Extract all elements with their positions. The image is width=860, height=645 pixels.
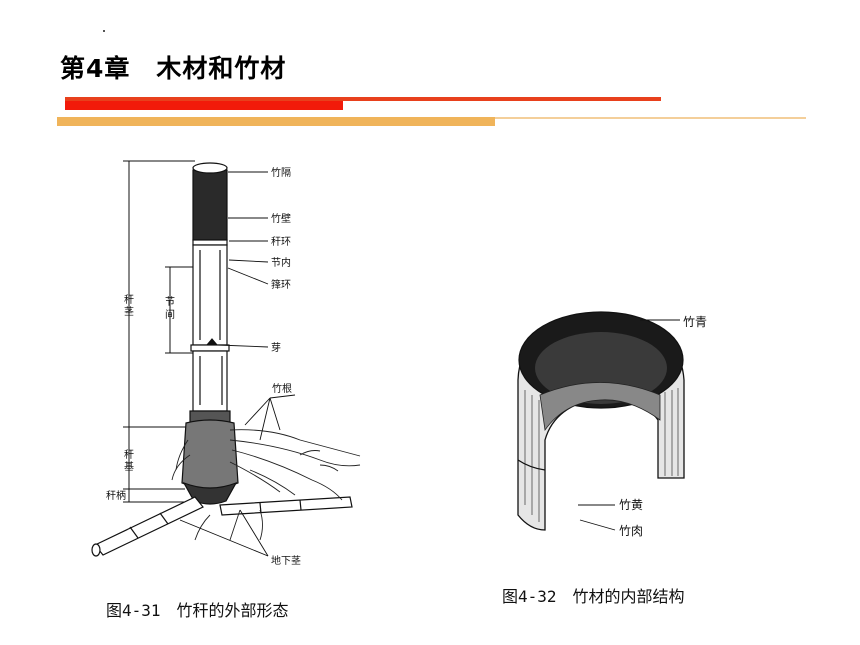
label-wall: 竹壁 xyxy=(271,212,291,225)
label-inner-skin: 竹黄 xyxy=(619,498,643,512)
label-culm-ring: 秆环 xyxy=(271,235,291,248)
page-title: 第4章 木材和竹材 xyxy=(60,54,287,83)
title-underline-gold-thin xyxy=(495,117,806,119)
title-underline-red xyxy=(65,97,661,101)
label-internode-2: 间 xyxy=(165,308,175,321)
label-culm-base-1: 秆 xyxy=(124,448,134,461)
label-culm-stem-2: 茎 xyxy=(124,306,134,318)
label-culm-base-2: 基 xyxy=(124,460,134,473)
label-rhizome: 地下茎 xyxy=(271,554,301,567)
caption-figure-4-32: 图4-32 竹材的内部结构 xyxy=(502,587,685,606)
label-outer-skin: 竹青 xyxy=(683,315,707,329)
title-underline-red-thick xyxy=(65,101,343,110)
label-internode-1: 节 xyxy=(165,296,175,308)
label-bud: 芽 xyxy=(271,341,281,354)
label-culm-neck: 秆柄 xyxy=(106,489,126,502)
title-underline-gold xyxy=(57,117,495,126)
label-node-inner: 节内 xyxy=(271,256,291,269)
decorative-dot xyxy=(103,30,105,32)
caption-figure-4-31: 图4-31 竹秆的外部形态 xyxy=(106,601,289,620)
label-diaphragm: 竹隔 xyxy=(271,166,291,179)
label-roots: 竹根 xyxy=(272,382,292,395)
label-flesh: 竹肉 xyxy=(619,524,643,538)
label-sheath-ring: 箨环 xyxy=(271,278,291,291)
label-culm-stem-1: 秆 xyxy=(124,293,134,306)
